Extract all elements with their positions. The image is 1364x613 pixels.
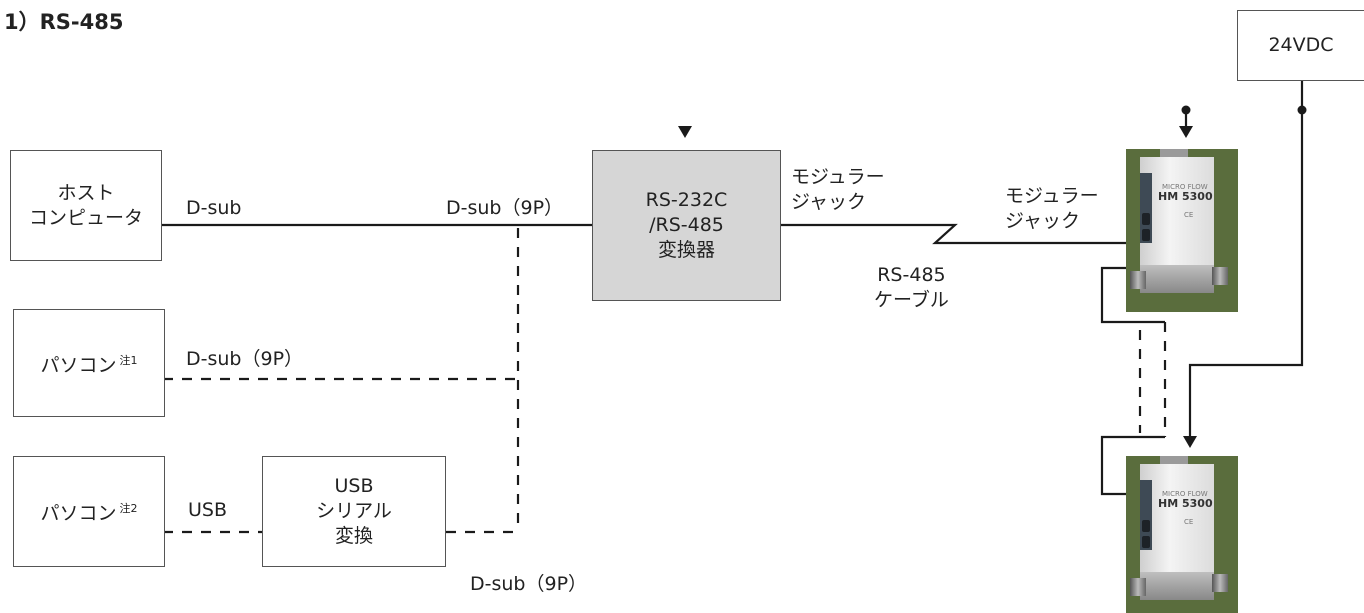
device-fitting-right [1212, 267, 1228, 285]
device-top-connector [1160, 149, 1188, 159]
usb-serial-box: USB シリアル 変換 [262, 456, 446, 567]
pc2-note: 注2 [119, 502, 138, 516]
device-front-panel [1140, 480, 1152, 550]
device-port-2 [1142, 536, 1150, 548]
usb-label: USB [188, 499, 228, 521]
device-model: HM 5300 [1158, 497, 1213, 510]
device-body [1140, 464, 1214, 572]
device-model: HM 5300 [1158, 190, 1213, 203]
page-title: 1）RS-485 [4, 10, 124, 34]
pc2-label: パソコン注2 [40, 502, 138, 525]
device-brand: MICRO FLOW [1162, 183, 1208, 191]
device-tag: CE [1184, 518, 1194, 526]
device-brand: MICRO FLOW [1162, 490, 1208, 498]
arrow-to-converter [678, 126, 692, 138]
power-line-device2 [1188, 110, 1304, 437]
rs485-cable-label: RS-485 ケーブル [874, 264, 949, 311]
dsub-9p-pc1-label: D-sub（9P） [186, 348, 304, 370]
device-port-1 [1142, 213, 1150, 225]
daisy-chain-left-2 [1100, 435, 1165, 496]
device-base [1140, 572, 1214, 600]
arrow-to-device1 [1179, 126, 1193, 138]
dsub-label: D-sub [186, 197, 242, 219]
rs485-cable-line [781, 223, 1126, 245]
junction-dot-2 [1297, 105, 1307, 115]
device-base [1140, 265, 1214, 293]
host-computer-label: ホスト コンピュータ [28, 181, 143, 229]
device-fitting-left [1130, 578, 1146, 596]
power-supply-label: 24VDC [1268, 34, 1334, 56]
flow-controller-device-2: MICRO FLOW HM 5300 CE [1126, 456, 1238, 613]
modular-jack-left-label: モジュラー ジャック [791, 166, 885, 213]
device-top-connector [1160, 456, 1188, 466]
modular-jack-right-label: モジュラー ジャック [1005, 185, 1099, 232]
device-port-1 [1142, 520, 1150, 532]
converter-label: RS-232C /RS-485 変換器 [645, 189, 728, 261]
junction-dot-1 [1181, 105, 1191, 115]
power-supply-box: 24VDC [1237, 10, 1364, 81]
device-port-2 [1142, 229, 1150, 241]
flow-controller-device-1: MICRO FLOW HM 5300 CE [1126, 149, 1238, 312]
pc1-note: 注1 [119, 353, 138, 367]
pc2-box: パソコン注2 [13, 456, 165, 567]
pc1-label: パソコン注1 [40, 353, 138, 377]
converter-box: RS-232C /RS-485 変換器 [592, 150, 781, 301]
host-computer-box: ホスト コンピュータ [10, 150, 162, 261]
device-fitting-left [1130, 271, 1146, 289]
device-body [1140, 157, 1214, 265]
arrow-to-device2 [1183, 436, 1197, 448]
dsub-9p-bottom-label: D-sub（9P） [470, 573, 588, 595]
device-fitting-right [1212, 574, 1228, 592]
daisy-chain-left-1 [1100, 266, 1165, 324]
usb-serial-label: USB シリアル 変換 [316, 475, 392, 547]
device-tag: CE [1184, 211, 1194, 219]
device-front-panel [1140, 173, 1152, 243]
pc1-box: パソコン注1 [13, 309, 165, 417]
dsub-9p-top-label: D-sub（9P） [446, 197, 564, 219]
